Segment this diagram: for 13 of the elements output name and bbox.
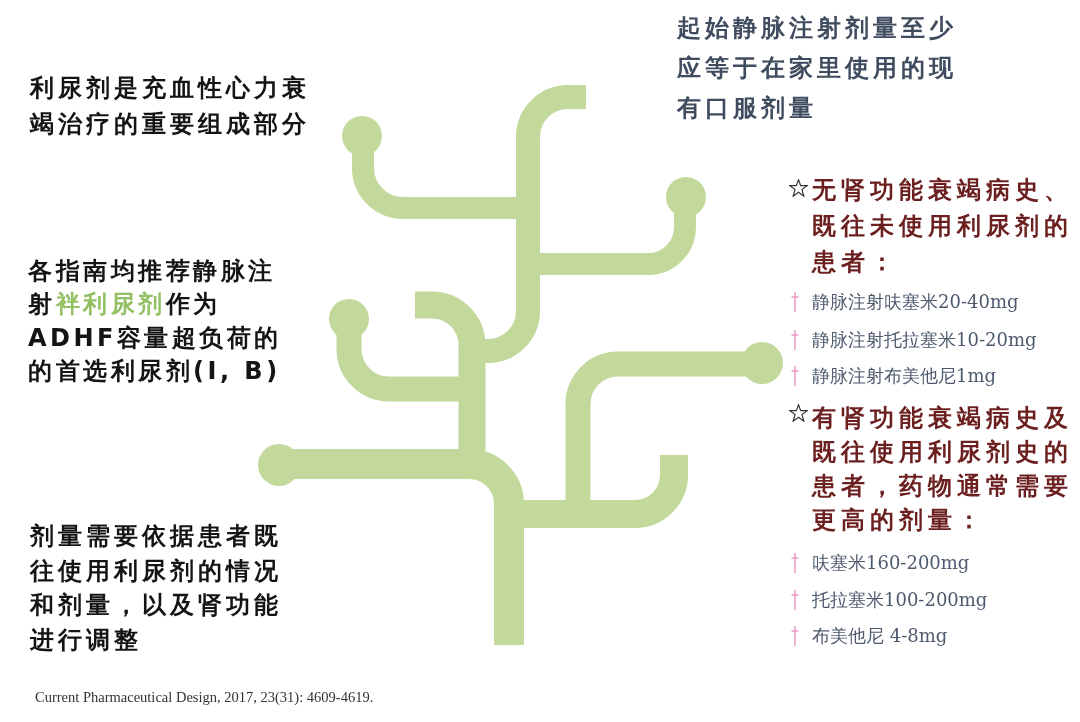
dose-text: 布美他尼 4-8mg <box>812 624 948 648</box>
dose-text: 托拉塞米100-200mg <box>812 588 988 612</box>
dose-text: 静脉注射托拉塞米10-20mg <box>812 328 1037 352</box>
dose-text: 呋塞米160-200mg <box>812 551 970 575</box>
note-text: 各指南均推荐静脉注射袢利尿剂作为ADHF容量超负荷的的首选利尿剂(I, B) <box>28 256 283 387</box>
note-text: 利尿剂是充血性心力衰竭治疗的重要组成部分 <box>30 73 311 140</box>
note-text: 剂量需要依据患者既往使用利尿剂的情况和剂量，以及肾功能进行调整 <box>30 521 283 656</box>
note-text: 起始静脉注射剂量至少应等于在家里使用的现有口服剂量 <box>677 13 958 124</box>
group-heading: 有肾功能衰竭病史及既往使用利尿剂史的患者，药物通常需要更高的剂量： <box>812 403 1074 536</box>
dose-text: 静脉注射布美他尼1mg <box>812 364 997 388</box>
dose-text: 静脉注射呋塞米20-40mg <box>812 290 1019 314</box>
group-heading: 无肾功能衰竭病史、既往未使用利尿剂的患者： <box>812 175 1074 278</box>
citation-text: Current Pharmaceutical Design, 2017, 23(31): 4609-4619. <box>35 688 374 707</box>
